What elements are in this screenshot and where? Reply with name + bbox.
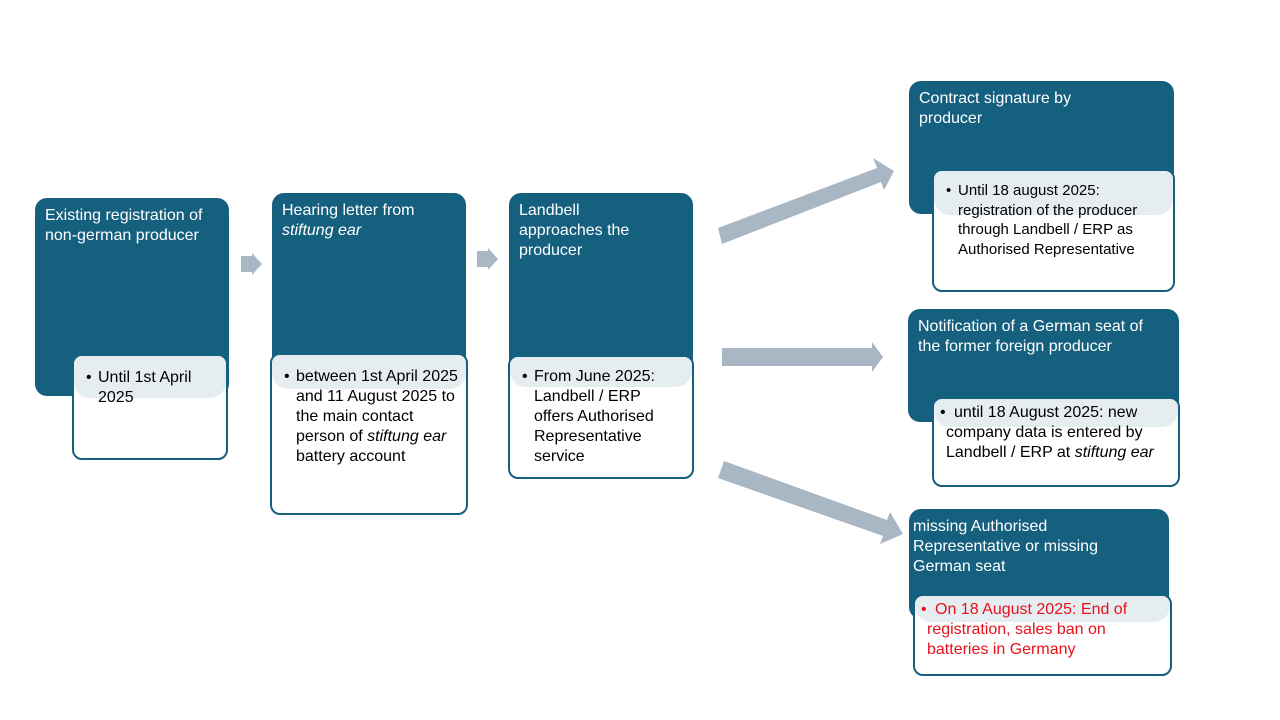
arrow-to-outcome-2 <box>722 342 883 372</box>
outcome-end-of-registration-detail: •On 18 August 2025: End of registration,… <box>913 594 1172 676</box>
arrow-step2-to-step3 <box>477 248 498 270</box>
outcome-detail-emphasis: stiftung ear <box>1074 444 1154 461</box>
step-title: Hearing letter from <box>282 202 415 219</box>
bullet-icon: • <box>940 404 946 421</box>
bullet-icon: • <box>86 369 92 386</box>
outcome-detail: until 18 August 2025: new company data i… <box>946 404 1143 461</box>
step-title: Landbell approaches the producer <box>519 202 630 259</box>
step-detail: Until 1st April 2025 <box>98 369 192 406</box>
step-title: Existing registration of non-german prod… <box>45 207 203 244</box>
outcome-title: Contract signature by producer <box>919 90 1072 127</box>
step-existing-registration-detail: • Until 1st April 2025 <box>72 354 228 460</box>
step-landbell-approach-detail: • From June 2025: Landbell / ERP offers A… <box>508 355 694 479</box>
step-title-emphasis: stiftung ear <box>282 222 362 239</box>
step-hearing-letter-detail: • between 1st April 2025 and 11 August 20… <box>270 353 468 515</box>
arrow-to-outcome-1 <box>718 158 894 244</box>
step-detail: From June 2025: Landbell / ERP offers Au… <box>534 368 655 465</box>
bullet-icon: • <box>921 601 927 618</box>
bullet-icon: • <box>284 368 290 385</box>
arrow-to-outcome-3 <box>718 461 903 544</box>
bullet-icon: • <box>946 182 952 199</box>
outcome-detail: On 18 August 2025: End of registration, … <box>927 601 1128 658</box>
outcome-detail: Until 18 august 2025: registration of th… <box>958 182 1138 258</box>
step-detail: between 1st April 2025 and 11 August 202… <box>296 368 458 445</box>
arrow-step1-to-step2 <box>241 253 262 275</box>
outcome-german-seat-detail: •until 18 August 2025: new company data … <box>932 397 1180 487</box>
outcome-title: Notification of a German seat of the for… <box>918 318 1143 355</box>
bullet-icon: • <box>522 368 528 385</box>
outcome-contract-signature-detail: • Until 18 august 2025: registration of t… <box>932 169 1175 292</box>
step-detail-emphasis: stiftung ear <box>367 428 447 445</box>
step-detail-end: battery account <box>296 448 406 465</box>
outcome-title: missing Authorised Representative or mis… <box>913 518 1098 575</box>
